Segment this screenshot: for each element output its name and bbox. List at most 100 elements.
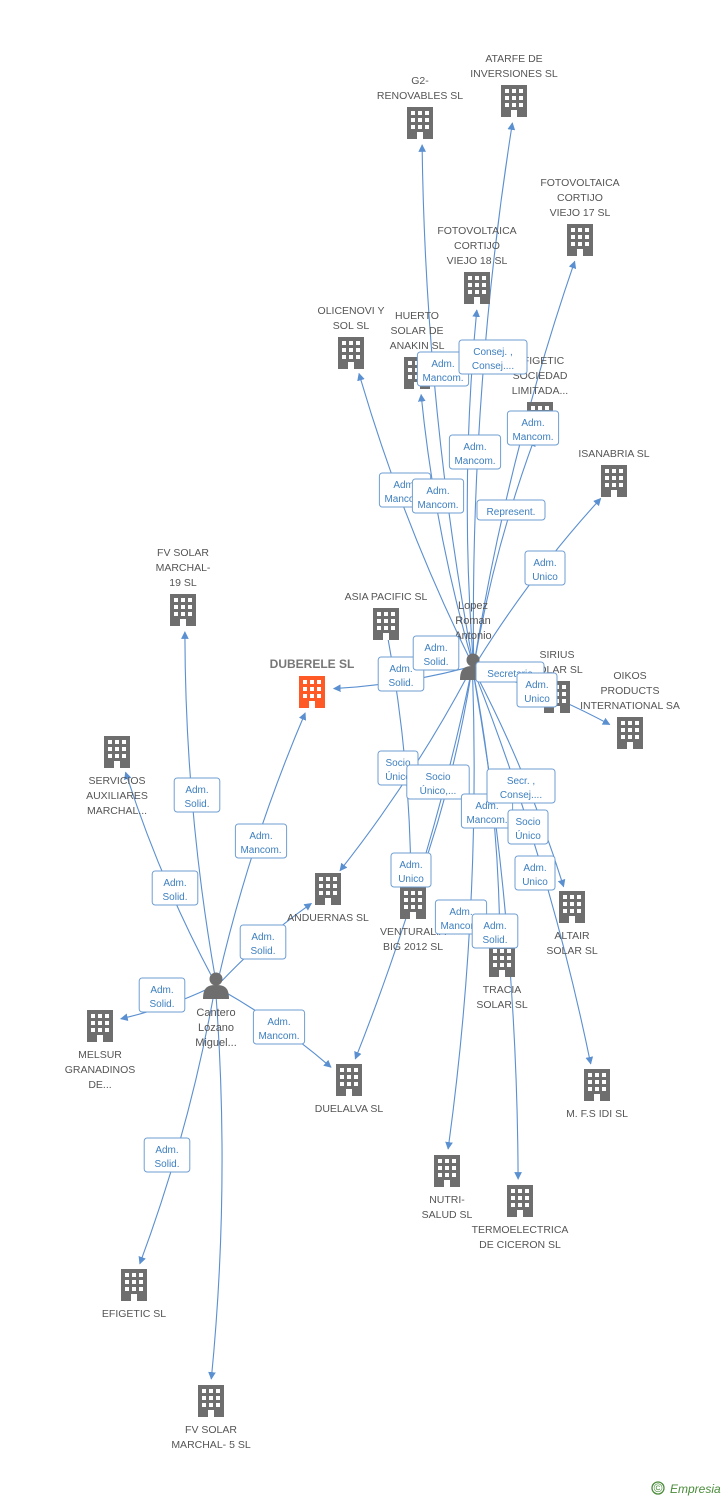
edge-role-label[interactable]: Adm.Solid. xyxy=(143,1137,191,1173)
company-name: G2- xyxy=(411,75,429,87)
company-name: DE... xyxy=(88,1079,111,1091)
relation-edge xyxy=(417,393,473,660)
role-label-box xyxy=(476,499,546,521)
building-icon xyxy=(584,1069,610,1101)
company-name: FOTOVOLTAICA xyxy=(437,225,516,237)
role-label-text: Represent. xyxy=(487,507,536,518)
role-label-text: Solid. xyxy=(482,935,507,946)
role-label-text: Único xyxy=(385,770,411,783)
person-node-cantero[interactable]: CanteroLozanoMiguel... xyxy=(195,972,237,1050)
role-label-box xyxy=(406,764,470,800)
company-node-isanabria[interactable]: ISANABRIA SL xyxy=(578,448,650,497)
relation-edge xyxy=(474,260,577,660)
role-label-text: Adm. xyxy=(475,801,498,812)
role-label-box xyxy=(239,924,287,960)
company-node-melsur[interactable]: MELSURGRANADINOSDE... xyxy=(65,1010,136,1091)
company-node-duelalva[interactable]: DUELALVA SL xyxy=(315,1064,384,1115)
building-icon xyxy=(507,1185,533,1217)
person-name: Antonio xyxy=(454,630,491,642)
edge-role-label[interactable]: SocioÚnico,... xyxy=(406,764,470,800)
company-name: VENTURALIA xyxy=(380,926,446,938)
brand-name[interactable]: Empresia xyxy=(670,1482,721,1496)
building-icon xyxy=(489,945,515,977)
edge-role-label[interactable]: Adm.Mancom. xyxy=(234,823,288,859)
company-node-duberele[interactable]: DUBERELE SL xyxy=(270,657,355,708)
company-name: SOL SL xyxy=(333,320,370,332)
edge-role-label[interactable]: Adm.Mancom. xyxy=(252,1009,306,1045)
company-name: DUBERELE SL xyxy=(270,657,355,671)
person-name: Lopez xyxy=(458,600,488,612)
edge-role-label[interactable]: Adm.Unico xyxy=(390,852,432,888)
edge-role-label[interactable]: Adm.Unico xyxy=(524,550,566,586)
company-node-olicenovi[interactable]: OLICENOVI Y SOL SL xyxy=(318,305,385,369)
edge-role-label[interactable]: Adm.Mancom. xyxy=(448,434,502,470)
edge-role-label[interactable]: Adm.Solid. xyxy=(377,656,425,692)
edge-role-label[interactable]: Adm.Solid. xyxy=(138,977,186,1013)
company-name: ATARFE DE xyxy=(485,53,542,65)
relation-edge xyxy=(474,438,536,660)
role-label-text: Adm. xyxy=(523,863,546,874)
company-node-nutri[interactable]: NUTRI-SALUD SL xyxy=(422,1155,473,1221)
role-label-text: Solid. xyxy=(423,657,448,668)
edge-role-label[interactable]: Adm. Mancom. xyxy=(411,478,465,514)
building-icon xyxy=(87,1010,113,1042)
role-label-text: Adm. xyxy=(521,418,544,429)
company-node-anduernas[interactable]: ANDUERNAS SL xyxy=(287,873,369,924)
role-label-text: Socio xyxy=(515,817,540,828)
relation-edge xyxy=(208,993,223,1380)
company-node-g2[interactable]: G2-RENOVABLES SL xyxy=(377,75,463,139)
company-node-efigetic_sa[interactable]: EFIGETICSOCIEDADLIMITADA... xyxy=(512,355,568,434)
role-label-text: Adm. xyxy=(251,932,274,943)
edge-role-label[interactable]: Adm.Unico xyxy=(516,672,558,708)
role-label-text: Adm. xyxy=(483,921,506,932)
edge-role-label[interactable]: Adm. Solid. xyxy=(471,913,519,949)
company-name: ISANABRIA SL xyxy=(578,448,649,460)
edge-role-label[interactable]: Adm. Unico xyxy=(514,855,556,891)
edge-role-label[interactable]: Consej. ,Consej.... xyxy=(458,339,528,375)
edge-role-label[interactable]: Adm.Solid. xyxy=(151,870,199,906)
role-label-box xyxy=(412,635,460,671)
company-name: NUTRI- xyxy=(429,1194,465,1206)
role-label-text: Mancom. xyxy=(417,500,458,511)
company-node-mfsidi[interactable]: M. F.S IDI SL xyxy=(566,1069,628,1120)
company-name: OLICENOVI Y xyxy=(318,305,385,317)
role-label-box xyxy=(448,434,502,470)
edge-role-label[interactable]: Represent. xyxy=(476,499,546,521)
edge-role-label[interactable]: Secr. ,Consej.... xyxy=(486,768,556,804)
edge-role-label[interactable]: Adm.Mancom. xyxy=(506,410,560,446)
edge-role-label[interactable]: Adm.Solid. xyxy=(239,924,287,960)
company-name: ANAKIN SL xyxy=(390,340,445,352)
role-label-text: Unico xyxy=(522,877,548,888)
role-label-text: Mancom. xyxy=(454,456,495,467)
company-node-asia[interactable]: ASIA PACIFIC SL xyxy=(345,591,428,640)
company-name: VIEJO 18 SL xyxy=(447,255,508,267)
person-name: Lozano xyxy=(198,1022,234,1034)
edge-role-label[interactable]: Adm.Solid. xyxy=(173,777,221,813)
building-icon xyxy=(336,1064,362,1096)
role-label-box xyxy=(138,977,186,1013)
relation-edge xyxy=(138,993,215,1265)
building-icon xyxy=(617,717,643,749)
edge-role-label[interactable]: Adm.Solid. xyxy=(412,635,460,671)
building-icon xyxy=(373,608,399,640)
role-label-text: Adm. xyxy=(426,486,449,497)
company-node-efigetic[interactable]: EFIGETIC SL xyxy=(102,1269,166,1320)
role-label-box xyxy=(143,1137,191,1173)
copyright-icon xyxy=(651,1481,665,1495)
role-label-text: Mancom. xyxy=(384,494,425,505)
role-label-text: Único,... xyxy=(420,784,457,797)
company-node-servicios[interactable]: SERVICIOSAUXILIARESMARCHAL... xyxy=(86,736,148,817)
